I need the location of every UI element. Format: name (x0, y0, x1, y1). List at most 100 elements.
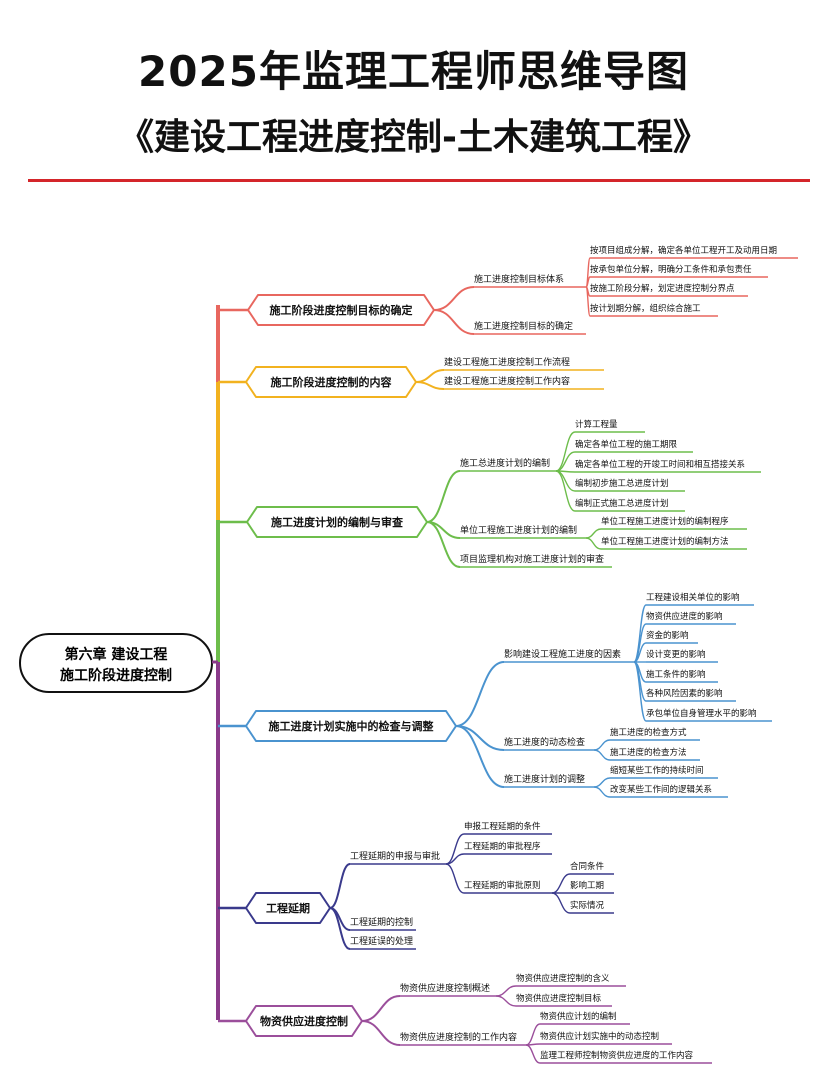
topic-node: 工程延期的申报与审批 (350, 850, 440, 862)
connector (593, 739, 611, 751)
connector (525, 1044, 541, 1064)
subtopic-node: 各种风险因素的影响 (646, 688, 723, 699)
topic-node: 物资供应进度控制的工作内容 (400, 1031, 517, 1043)
subtopic-node: 单位工程施工进度计划的编制程序 (601, 516, 729, 527)
connector (551, 873, 571, 894)
connector (445, 853, 465, 865)
connector (455, 725, 505, 788)
connector (551, 892, 571, 914)
connector (329, 863, 351, 909)
connector (555, 470, 576, 512)
subtopic-node: 按施工阶段分解，划定进度控制分界点 (590, 283, 735, 294)
subtopic-node: 承包单位自身管理水平的影响 (646, 708, 757, 719)
subtopic-node: 物资供应计划实施中的动态控制 (540, 1031, 659, 1042)
topic-node: 建设工程施工进度控制工作内容 (444, 375, 570, 387)
topic-node: 物资供应进度控制概述 (400, 982, 490, 994)
connector (361, 995, 401, 1022)
subtopic-node: 按承包单位分解，明确分工条件和承包责任 (590, 264, 752, 275)
topic-node: 工程延期的控制 (350, 916, 413, 928)
branch-label: 施工进度计划实施中的检查与调整 (269, 719, 434, 733)
branch-node: 施工阶段进度控制的内容 (245, 366, 417, 398)
branch-node: 施工阶段进度控制目标的确定 (247, 294, 435, 326)
connector (593, 777, 611, 788)
connector (433, 286, 475, 311)
connector (555, 470, 576, 492)
subtopic-node: 按计划期分解，组织综合施工 (590, 303, 701, 314)
connector (329, 907, 351, 950)
connector (433, 309, 475, 335)
subtopic-node: 施工进度的检查方法 (610, 747, 687, 758)
connector (455, 661, 505, 727)
branch-label: 施工进度计划的编制与审查 (271, 515, 403, 529)
connector (495, 995, 517, 1007)
subtopic-node: 计算工程量 (575, 419, 618, 430)
connector (415, 369, 445, 383)
subtopic-node: 设计变更的影响 (646, 649, 706, 660)
branch-label: 施工阶段进度控制目标的确定 (270, 303, 413, 317)
root-title-line2: 施工阶段进度控制 (60, 667, 172, 684)
subtopic-node: 物资供应进度控制目标 (516, 993, 602, 1004)
subtopic-node: 物资供应进度控制的含义 (516, 973, 610, 984)
connector (495, 985, 517, 997)
connector (585, 528, 602, 539)
connector (555, 451, 576, 472)
connector (361, 1020, 401, 1046)
subtopic-node: 单位工程施工进度计划的编制方法 (601, 536, 729, 547)
subtopic-node: 编制初步施工总进度计划 (575, 478, 669, 489)
branch-node: 工程延期 (245, 892, 331, 924)
topic-node: 施工进度计划的调整 (504, 773, 585, 785)
connector (633, 661, 647, 722)
subtopic-node: 工程延期的审批程序 (464, 841, 541, 852)
subtopic-node: 工程延期的审批原则 (464, 880, 541, 891)
subtopic-node: 物资供应进度的影响 (646, 611, 723, 622)
subtopic-node: 改变某些工作间的逻辑关系 (610, 784, 712, 795)
connector (415, 381, 445, 390)
subtopic-node: 影响工期 (570, 880, 604, 891)
branch-label: 施工阶段进度控制的内容 (271, 375, 392, 389)
topic-node: 施工进度控制目标体系 (474, 273, 564, 285)
topic-node: 建设工程施工进度控制工作流程 (444, 356, 570, 368)
subtopic-node: 合同条件 (570, 861, 605, 872)
topic-node: 单位工程施工进度计划的编制 (460, 524, 577, 536)
page-subtitle: 《建设工程进度控制-土木建筑工程》 (118, 117, 709, 158)
connector (593, 749, 611, 761)
topic-node: 影响建设工程施工进度的因素 (504, 648, 621, 660)
connector (593, 786, 611, 798)
branch-node: 施工进度计划实施中的检查与调整 (245, 710, 457, 742)
branch-node: 施工进度计划的编制与审查 (246, 506, 428, 538)
topic-node: 施工总进度计划的编制 (460, 457, 550, 469)
subtopic-node: 施工条件的影响 (646, 669, 706, 680)
connector (445, 863, 465, 894)
connector (555, 431, 576, 472)
subtopic-node: 实际情况 (570, 900, 605, 911)
branch-node: 物资供应进度控制 (245, 1005, 363, 1037)
connector (585, 537, 602, 550)
branch-label: 物资供应进度控制 (260, 1014, 348, 1028)
subtopic-node: 物资供应计划的编制 (540, 1011, 617, 1022)
connector (426, 470, 461, 523)
subtopic-node: 确定各单位工程的施工期限 (575, 439, 678, 450)
subtopic-node: 资金的影响 (646, 630, 689, 641)
subtopic-node: 申报工程延期的条件 (464, 821, 541, 832)
page-title: 2025年监理工程师思维导图 (138, 47, 689, 96)
topic-node: 项目监理机构对施工进度计划的审查 (460, 553, 604, 565)
topic-node: 施工进度控制目标的确定 (474, 320, 573, 332)
subtopic-node: 监理工程师控制物资供应进度的工作内容 (540, 1050, 694, 1061)
connector (585, 286, 591, 317)
topic-node: 工程延误的处理 (350, 935, 413, 947)
subtopic-node: 确定各单位工程的开竣工时间和相互搭接关系 (575, 459, 745, 470)
subtopic-node: 按项目组成分解，确定各单位工程开工及动用日期 (590, 245, 777, 256)
topic-node: 施工进度的动态检查 (504, 736, 585, 748)
branch-label: 工程延期 (266, 901, 310, 915)
title-divider (28, 179, 810, 182)
connector (426, 521, 461, 568)
connector (455, 725, 505, 751)
subtopic-node: 施工进度的检查方式 (610, 727, 687, 738)
subtopic-node: 编制正式施工总进度计划 (575, 498, 669, 509)
connector (525, 1023, 541, 1046)
root-title-line1: 第六章 建设工程 (65, 646, 168, 663)
subtopic-node: 缩短某些工作的持续时间 (610, 765, 704, 776)
subtopic-node: 工程建设相关单位的影响 (646, 592, 740, 603)
